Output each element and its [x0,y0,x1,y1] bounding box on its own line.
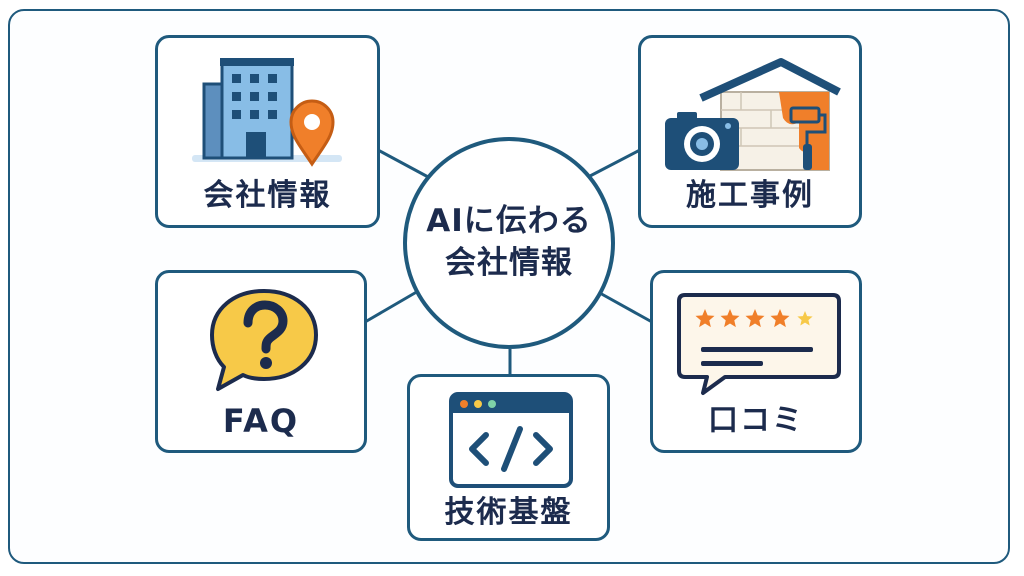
star-filled [695,309,715,328]
node-case-studies: 施工事例 [638,35,862,228]
star-filled [745,309,765,328]
question-bubble-icon [210,289,318,391]
central-hub: AIに伝わる 会社情報 [403,137,615,349]
code-window-icon [449,392,573,488]
node-label: 技術基盤 [444,495,573,530]
star-filled [720,309,740,328]
node-faq: FAQ [155,270,367,453]
connector-faq [364,288,421,324]
node-company-info: 会社情報 [155,35,380,228]
hub-title-line1: AIに伝わる [426,203,592,239]
node-reviews: 口コミ [650,270,862,453]
star-rating [695,309,813,328]
node-label: 口コミ [708,403,804,438]
hub-title-line2: 会社情報 [445,245,573,281]
node-label: 施工事例 [686,178,814,213]
connector-company-info [377,148,431,180]
camera-wall-roller-icon [665,58,841,171]
connector-reviews [597,290,653,324]
review-bubble-icon [677,293,841,395]
connector-case-studies [589,148,641,178]
node-tech-base: 技術基盤 [407,374,610,541]
building-location-icon [192,58,342,167]
star-filled [770,309,790,328]
star-partial [797,311,813,326]
node-label: 会社情報 [203,178,332,213]
node-label: FAQ [222,402,300,440]
